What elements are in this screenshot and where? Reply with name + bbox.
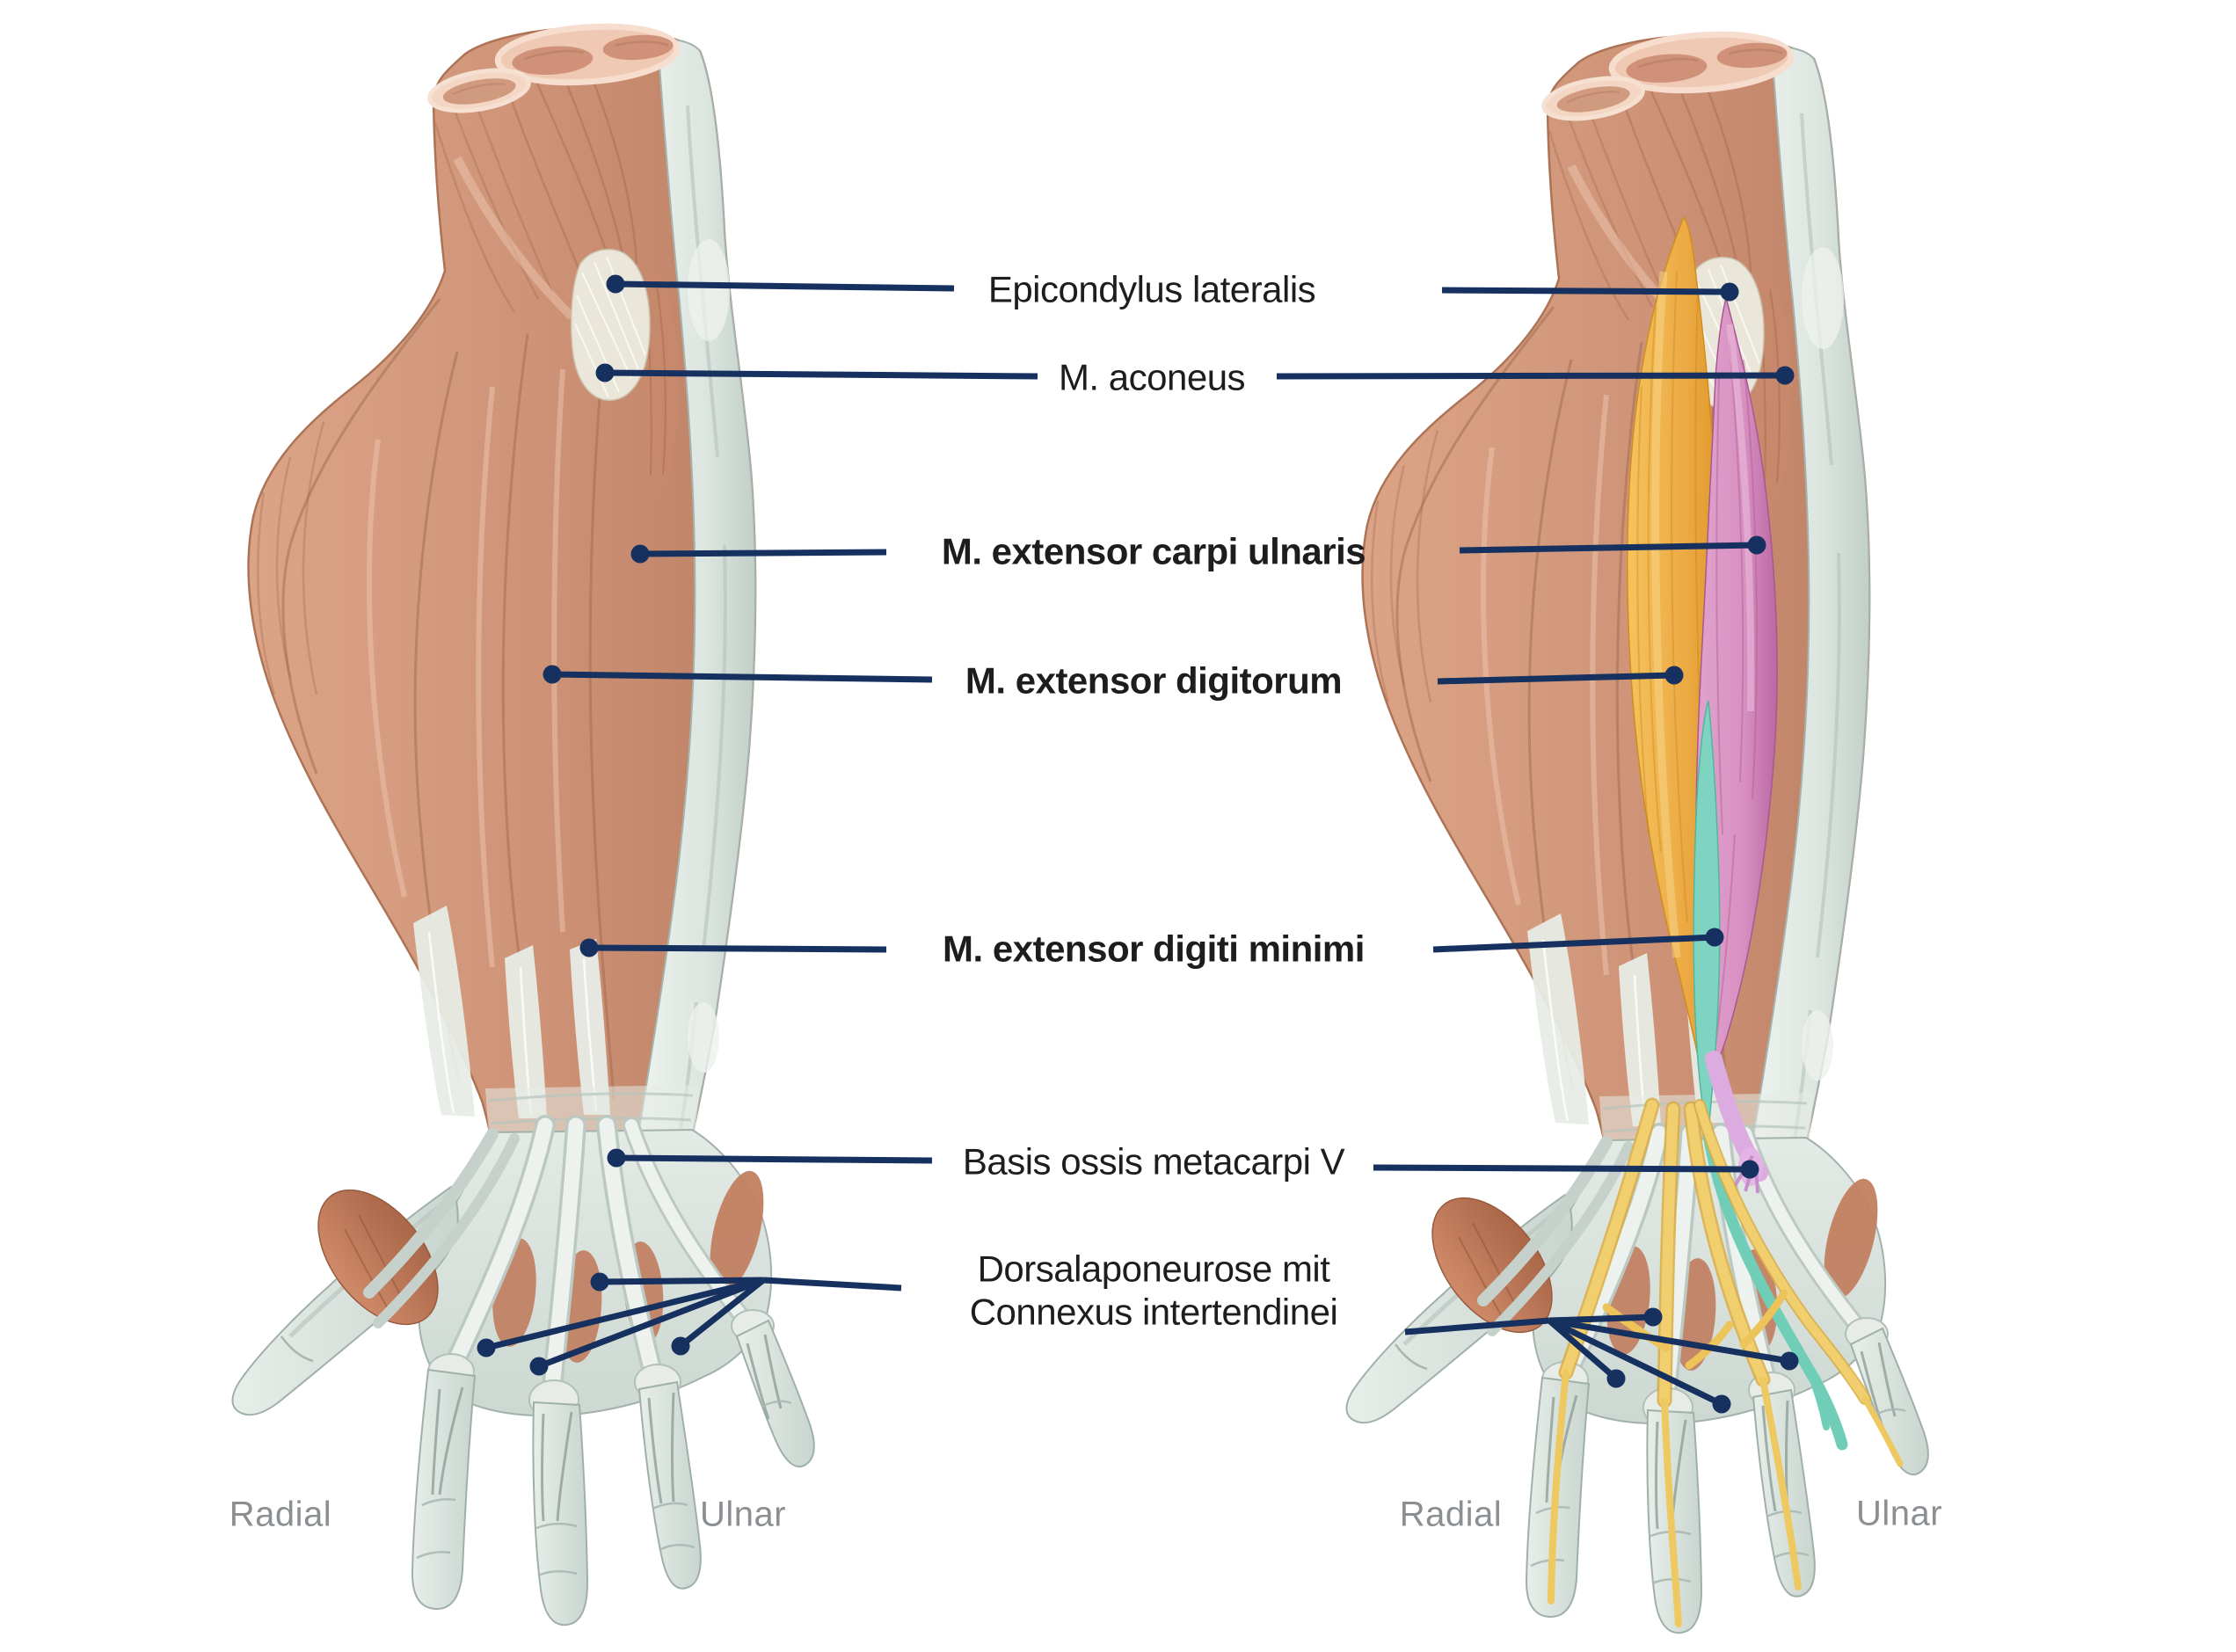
label-extensor-carpi-ulnaris: M. extensor carpi ulnaris: [942, 531, 1366, 574]
leader-dot: [543, 665, 562, 684]
label-text: Basis ossis metacarpi V: [962, 1140, 1345, 1183]
leader-line: [604, 369, 1038, 380]
leader-dot: [1720, 282, 1739, 302]
leader-dot: [1775, 366, 1795, 385]
leader-line: [762, 1277, 902, 1292]
leader-dot: [671, 1336, 690, 1356]
leader-line: [1548, 1314, 1654, 1324]
leader-line: [588, 944, 887, 953]
label-extensor-digitorum: M. extensor digitorum: [965, 659, 1343, 703]
label-text: M. extensor carpi ulnaris: [941, 530, 1366, 572]
label-basis-ossis-metacarpi-v: Basis ossis metacarpi V: [962, 1140, 1345, 1184]
label-extensor-digiti-minimi: M. extensor digiti minimi: [943, 928, 1365, 972]
forearm-illustration-left: [233, 21, 814, 1625]
leader-line: [599, 1277, 764, 1285]
side-label-radial-left: Radial: [229, 1495, 332, 1534]
label-text: M. extensor digitorum: [965, 659, 1343, 702]
leader-line: [1548, 1317, 1790, 1365]
label-aconeus: M. aconeus: [1058, 356, 1246, 400]
leader-dot: [477, 1338, 496, 1357]
leader-dot: [606, 274, 625, 294]
leader-dot: [1712, 1394, 1731, 1414]
leader-line: [615, 280, 955, 292]
leader-line: [1548, 1317, 1723, 1408]
forearm-illustration-right: [1347, 29, 1928, 1633]
leader-line: [1404, 1317, 1550, 1335]
leader-line: [1441, 287, 1730, 295]
leader-dot: [1780, 1351, 1799, 1371]
leader-line: [639, 549, 887, 557]
leader-dot: [1664, 666, 1684, 685]
label-text-line1: Dorsalaponeurose mit: [977, 1248, 1330, 1290]
label-text: M. extensor digiti minimi: [943, 928, 1365, 970]
leader-line: [537, 1277, 765, 1370]
leader-line: [1373, 1164, 1751, 1173]
side-label-ulnar-right: Ulnar: [1855, 1494, 1943, 1533]
label-epicondylus-lateralis: Epicondylus lateralis: [987, 268, 1316, 312]
leader-line: [1276, 372, 1786, 380]
leader-dot: [590, 1272, 609, 1292]
leader-dot: [1643, 1307, 1663, 1327]
leader-dot: [1705, 928, 1724, 947]
leader-lines-layer: [477, 274, 1799, 1414]
label-text-line2: Connexus intertendinei: [969, 1291, 1338, 1332]
leader-line: [678, 1277, 766, 1349]
leader-line: [1432, 934, 1715, 953]
label-text: M. aconeus: [1058, 356, 1246, 398]
leader-dot: [630, 544, 650, 564]
leader-line: [1547, 1318, 1619, 1381]
leader-dot: [607, 1148, 626, 1168]
leader-dot: [1606, 1369, 1626, 1388]
leader-dot: [529, 1357, 549, 1376]
leader-dot: [1747, 535, 1766, 555]
leader-line: [615, 1154, 933, 1164]
leader-dot: [595, 363, 615, 382]
side-label-ulnar-left: Ulnar: [699, 1495, 787, 1534]
label-dorsalaponeurose: Dorsalaponeurose mit Connexus intertendi…: [970, 1248, 1338, 1333]
side-label-radial-right: Radial: [1399, 1495, 1503, 1534]
leader-line: [551, 671, 933, 683]
label-text: Epicondylus lateralis: [987, 268, 1316, 310]
leader-dot: [579, 938, 599, 957]
leader-line: [485, 1277, 764, 1351]
leader-dot: [1740, 1160, 1759, 1179]
leader-line: [1459, 542, 1758, 554]
leader-line: [1437, 672, 1675, 685]
